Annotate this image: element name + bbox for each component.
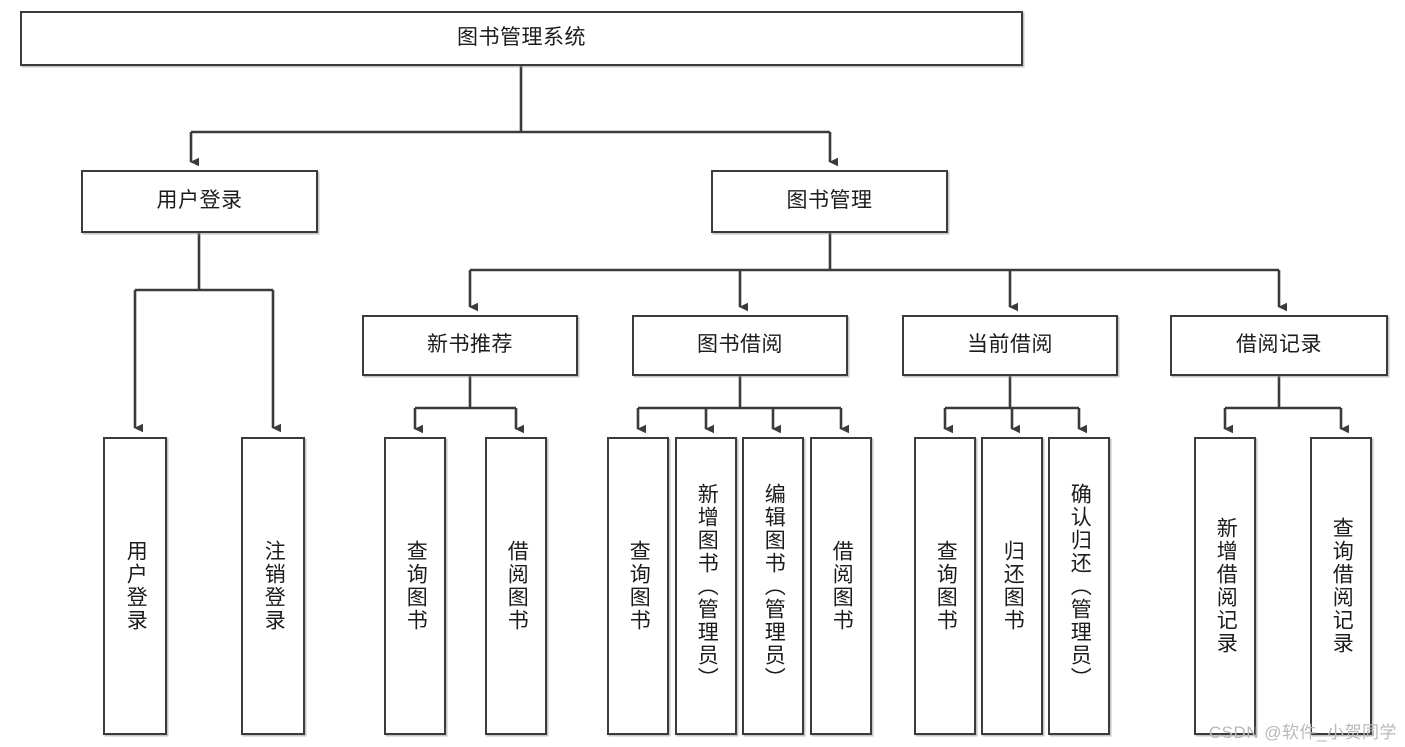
node-user-login-label: 用户登录	[156, 189, 243, 213]
leaf-current-borrow-1[interactable]: 查询图书	[914, 437, 976, 735]
leaf-label: 新增图书（管理员）	[695, 482, 719, 690]
node-book-manage[interactable]: 图书管理	[711, 170, 948, 233]
node-current-borrow[interactable]: 当前借阅	[902, 315, 1118, 376]
node-root-label: 图书管理系统	[457, 26, 586, 50]
leaf-label: 查询借阅记录	[1330, 517, 1354, 655]
leaf-label: 新增借阅记录	[1214, 517, 1238, 655]
leaf-label: 注销登录	[262, 540, 286, 632]
node-root[interactable]: 图书管理系统	[20, 11, 1023, 66]
leaf-book-borrow-1[interactable]: 查询图书	[607, 437, 669, 735]
leaf-label: 查询图书	[627, 540, 651, 632]
leaf-book-borrow-3[interactable]: 编辑图书（管理员）	[742, 437, 804, 735]
leaf-borrow-record-2[interactable]: 查询借阅记录	[1310, 437, 1372, 735]
leaf-user-login-1[interactable]: 用户登录	[103, 437, 167, 735]
node-borrow-record-label: 借阅记录	[1236, 333, 1322, 357]
leaf-label: 借阅图书	[830, 540, 854, 632]
leaf-new-book-1[interactable]: 查询图书	[384, 437, 446, 735]
node-book-borrow[interactable]: 图书借阅	[632, 315, 848, 376]
leaf-current-borrow-3[interactable]: 确认归还（管理员）	[1048, 437, 1110, 735]
leaf-book-borrow-4[interactable]: 借阅图书	[810, 437, 872, 735]
node-new-book-recommend[interactable]: 新书推荐	[362, 315, 578, 376]
leaf-label: 查询图书	[404, 540, 428, 632]
node-current-borrow-label: 当前借阅	[967, 333, 1053, 357]
node-new-book-recommend-label: 新书推荐	[427, 333, 513, 357]
leaf-book-borrow-2[interactable]: 新增图书（管理员）	[675, 437, 737, 735]
leaf-new-book-2[interactable]: 借阅图书	[485, 437, 547, 735]
leaf-current-borrow-2[interactable]: 归还图书	[981, 437, 1043, 735]
node-book-manage-label: 图书管理	[786, 189, 873, 213]
node-user-login[interactable]: 用户登录	[81, 170, 318, 233]
leaf-label: 用户登录	[124, 540, 148, 632]
leaf-user-login-2[interactable]: 注销登录	[241, 437, 305, 735]
leaf-label: 归还图书	[1001, 540, 1025, 632]
leaf-label: 查询图书	[934, 540, 958, 632]
leaf-label: 借阅图书	[505, 540, 529, 632]
leaf-borrow-record-1[interactable]: 新增借阅记录	[1194, 437, 1256, 735]
leaf-label: 编辑图书（管理员）	[762, 482, 786, 690]
node-book-borrow-label: 图书借阅	[697, 333, 783, 357]
leaf-label: 确认归还（管理员）	[1068, 482, 1092, 690]
node-borrow-record[interactable]: 借阅记录	[1170, 315, 1388, 376]
watermark: CSDN @软件_小贺同学	[1208, 723, 1397, 742]
